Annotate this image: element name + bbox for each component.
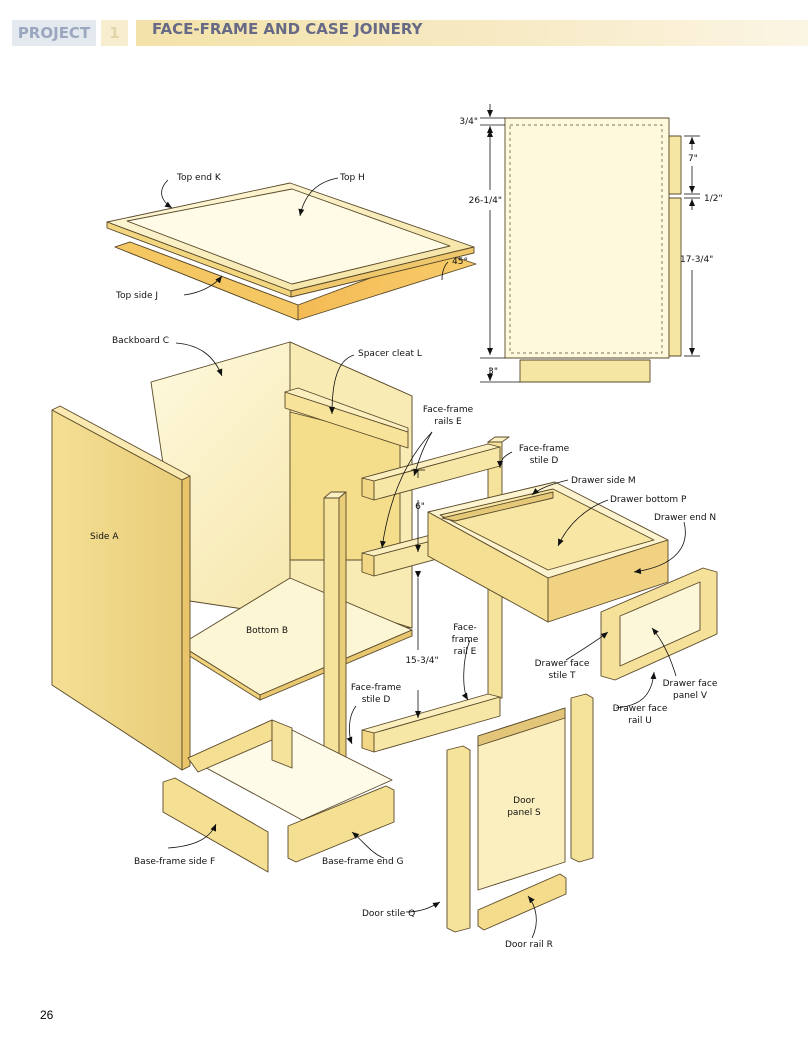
label-top-end-k: Top end K — [176, 173, 222, 183]
label-face-frame-stile-d-bottom-line1: Face-frame — [351, 683, 402, 693]
door-panel-s-part — [477, 707, 566, 891]
label-base-frame-side-f: Base-frame side F — [134, 857, 215, 867]
label-face-frame-rails-e-line2: rails E — [434, 417, 462, 427]
label-face-frame-rail-e-line2: frame — [452, 635, 479, 645]
elevation-dim-17-3-4: 17-3/4" — [680, 255, 713, 265]
label-spacer-cleat-l: Spacer cleat L — [358, 349, 422, 359]
label-angle-45: 45° — [452, 257, 468, 267]
label-face-frame-rails-e-line1: Face-frame — [423, 405, 474, 415]
label-door-rail-r: Door rail R — [505, 940, 553, 950]
label-face-frame-stile-d-top-line2: stile D — [530, 456, 559, 466]
drawer-box-part — [427, 481, 669, 623]
elevation-dim-3-4: 3/4" — [459, 117, 478, 127]
label-drawer-bottom-p: Drawer bottom P — [610, 495, 687, 505]
door-stile-q-part — [446, 745, 471, 933]
label-base-frame-end-g: Base-frame end G — [322, 857, 404, 867]
side-elevation — [504, 117, 682, 383]
label-drawer-end-n: Drawer end N — [654, 513, 716, 523]
label-dim-6: 6" — [415, 502, 425, 512]
project-label: PROJECT — [12, 20, 96, 46]
label-drawer-face-panel-v-line2: panel V — [673, 691, 708, 701]
label-door-stile-q: Door stile Q — [362, 909, 415, 919]
label-drawer-side-m: Drawer side M — [571, 476, 636, 486]
label-face-frame-rail-e-line1: Face- — [453, 623, 477, 633]
page-title: FACE-FRAME AND CASE JOINERY — [152, 20, 423, 38]
project-number: 1 — [101, 20, 128, 46]
elevation-dim-7: 7" — [688, 154, 698, 164]
label-door-panel-s-line2: panel S — [507, 808, 541, 818]
label-side-a: Side A — [90, 532, 119, 542]
label-drawer-face-rail-u-line1: Drawer face — [613, 704, 668, 714]
elevation-dim-1-2: 1/2" — [704, 194, 723, 204]
label-top-side-j: Top side J — [115, 291, 158, 301]
title-bar: FACE-FRAME AND CASE JOINERY — [136, 20, 808, 46]
door-rail-r-part — [477, 873, 567, 931]
page-header: PROJECT 1 FACE-FRAME AND CASE JOINERY — [12, 20, 808, 46]
top-h-part — [106, 182, 475, 298]
label-backboard-c: Backboard C — [112, 336, 169, 346]
label-drawer-face-stile-t-line1: Drawer face — [535, 659, 590, 669]
base-frame-part — [162, 719, 395, 873]
label-door-panel-s-line1: Door — [513, 796, 535, 806]
label-face-frame-stile-d-top-line1: Face-frame — [519, 444, 570, 454]
label-drawer-face-panel-v-line1: Drawer face — [663, 679, 718, 689]
label-dim-15-3-4: 15-3/4" — [405, 656, 438, 666]
elevation-dim-26-1-4: 26-1/4" — [469, 196, 502, 206]
elevation-dim-3: 3" — [488, 367, 498, 377]
label-bottom-b: Bottom B — [246, 626, 288, 636]
label-top-h: Top H — [339, 173, 365, 183]
label-face-frame-stile-d-bottom-line2: stile D — [362, 695, 391, 705]
face-frame-rails-e-upper-part — [361, 443, 501, 501]
face-frame-stile-d-left-part — [323, 491, 347, 769]
face-frame-rail-e-lower-part — [361, 693, 501, 753]
spacer-cleat-l-part — [284, 387, 409, 449]
label-drawer-face-stile-t-line2: stile T — [548, 671, 576, 681]
label-drawer-face-rail-u-line2: rail U — [628, 716, 652, 726]
door-stile-right-part — [570, 693, 594, 863]
drawer-face-part — [600, 567, 718, 681]
page-number: 26 — [40, 1008, 54, 1022]
label-face-frame-rail-e-line3: rail E — [454, 647, 477, 657]
side-a-part — [51, 405, 191, 771]
